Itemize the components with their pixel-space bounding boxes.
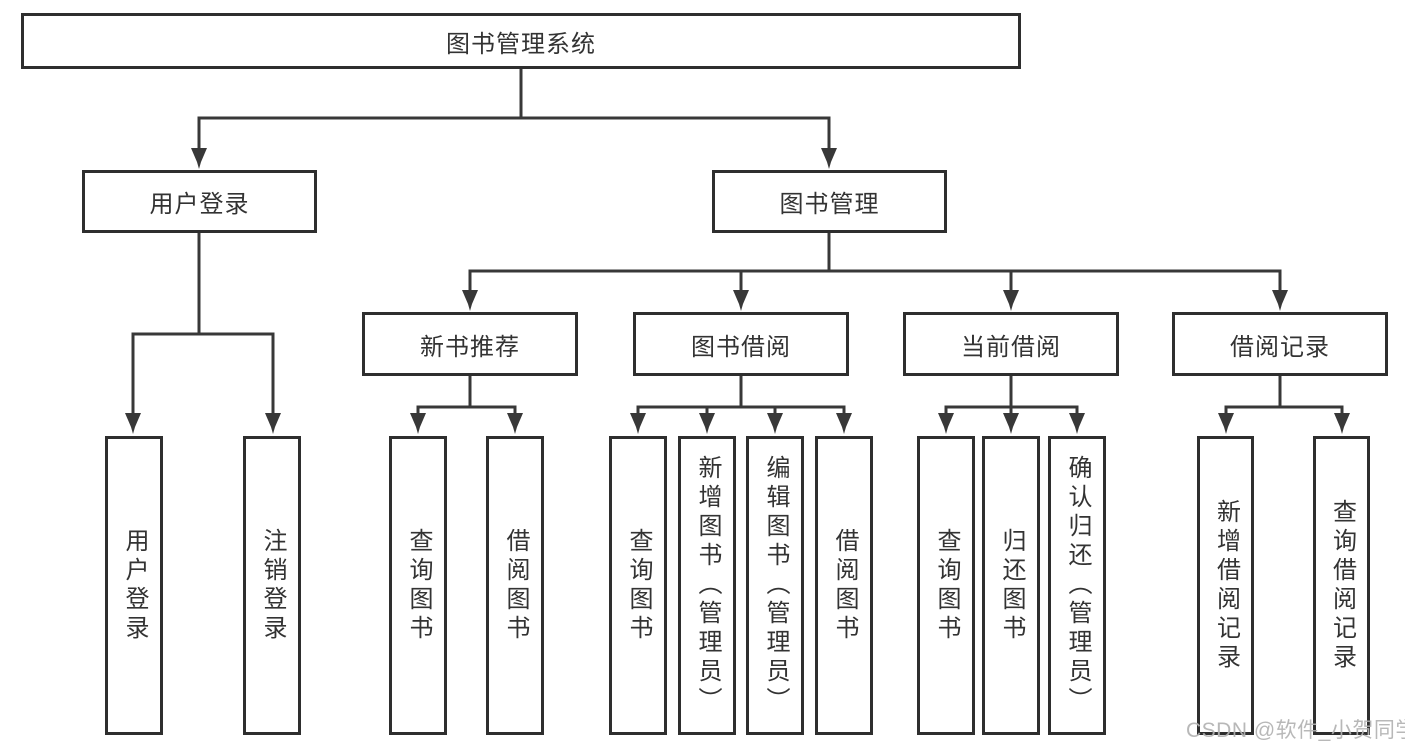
node-label: 借阅记录 (1230, 333, 1330, 361)
leaf-label: 用户登录 (121, 527, 148, 644)
leaf-add-borrow-record: 新增借阅记录 (1197, 436, 1254, 735)
leaf-label: 确认归还（管理员） (1064, 455, 1091, 716)
leaf-label: 新增图书（管理员） (694, 455, 721, 716)
node-label: 用户登录 (149, 191, 250, 218)
node-new-book-recommend: 新书推荐 (362, 312, 578, 376)
leaf-add-book-admin: 新增图书（管理员） (678, 436, 736, 735)
leaf-label: 查询图书 (625, 527, 652, 644)
leaf-label: 编辑图书（管理员） (762, 455, 789, 716)
node-label: 新书推荐 (420, 333, 520, 361)
csdn-watermark: CSDN @软件_小贺同学 (1186, 719, 1405, 742)
leaf-edit-book-admin: 编辑图书（管理员） (746, 436, 804, 735)
leaf-logout: 注销登录 (243, 436, 301, 735)
leaf-query-books-3: 查询图书 (917, 436, 975, 735)
leaf-label: 查询图书 (933, 527, 960, 644)
node-library-system: 图书管理系统 (21, 13, 1021, 69)
leaf-label: 新增借阅记录 (1212, 498, 1240, 673)
node-current-borrow: 当前借阅 (903, 312, 1119, 376)
leaf-query-books-1: 查询图书 (389, 436, 447, 735)
node-label: 图书管理 (779, 191, 880, 218)
leaf-query-borrow-record: 查询借阅记录 (1313, 436, 1370, 735)
node-user-login: 用户登录 (82, 170, 317, 233)
leaf-return-books: 归还图书 (982, 436, 1040, 735)
node-book-management: 图书管理 (712, 170, 947, 233)
leaf-label: 注销登录 (259, 527, 286, 644)
leaf-user-login: 用户登录 (105, 436, 163, 735)
leaf-query-books-2: 查询图书 (609, 436, 667, 735)
leaf-label: 借阅图书 (831, 527, 858, 644)
node-borrow-records: 借阅记录 (1172, 312, 1388, 376)
node-label: 图书借阅 (691, 333, 791, 361)
leaf-label: 查询图书 (405, 527, 432, 644)
leaf-confirm-return-admin: 确认归还（管理员） (1048, 436, 1106, 735)
node-book-borrow: 图书借阅 (633, 312, 849, 376)
leaf-label: 借阅图书 (502, 527, 529, 644)
leaf-label: 查询借阅记录 (1328, 498, 1356, 673)
leaf-borrow-books-2: 借阅图书 (815, 436, 873, 735)
node-label: 图书管理系统 (446, 30, 596, 58)
leaf-borrow-books-1: 借阅图书 (486, 436, 544, 735)
leaf-label: 归还图书 (998, 527, 1025, 644)
node-label: 当前借阅 (961, 333, 1061, 361)
